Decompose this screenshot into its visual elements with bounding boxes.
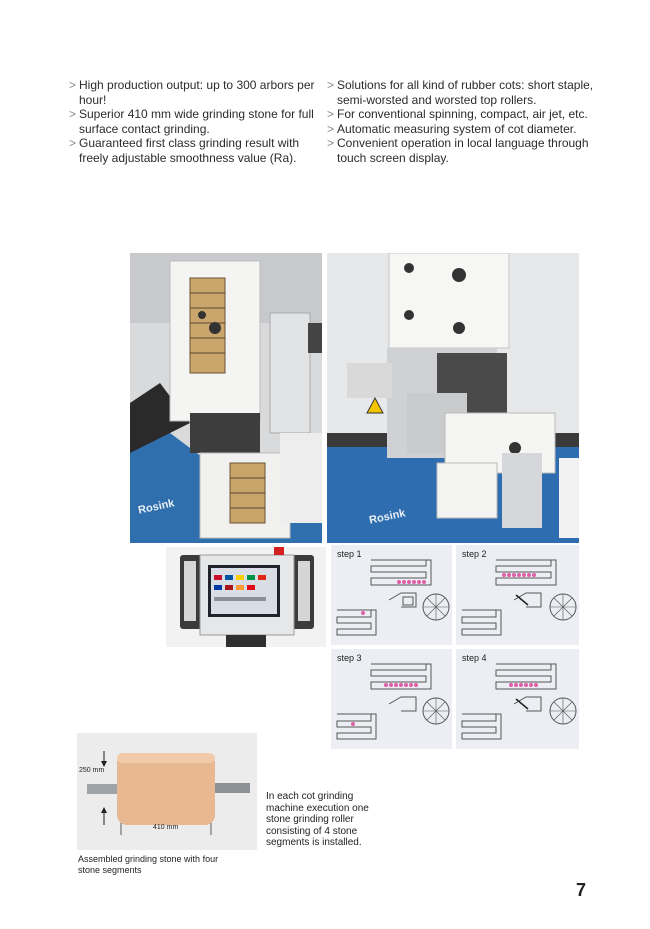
feature-item: >Convenient operation in local language … bbox=[327, 136, 589, 165]
height-label: 250 mm bbox=[79, 767, 105, 774]
arrow-icon: > bbox=[69, 78, 77, 92]
page-number: 7 bbox=[575, 880, 586, 900]
touchscreen-photo bbox=[166, 547, 326, 647]
feature-list-right: >Solutions for all kind of rubber cots: … bbox=[327, 78, 597, 165]
step-label: step 4 bbox=[462, 653, 487, 663]
stone-caption: Assembled grinding stone with four stone… bbox=[78, 854, 219, 875]
feature-item: >Automatic measuring system of cot diame… bbox=[327, 121, 577, 136]
step-label: step 2 bbox=[462, 549, 487, 559]
arrow-icon: > bbox=[327, 136, 335, 150]
machine-photo-right: Rosink bbox=[327, 253, 579, 543]
feature-item: >Guaranteed first class grinding result … bbox=[69, 136, 300, 165]
step-label: step 1 bbox=[337, 549, 362, 559]
step-panel: step 4 bbox=[456, 649, 579, 749]
stone-info-text: In each cot grinding machine execution o… bbox=[266, 791, 369, 848]
machine-photo-left: Rosink bbox=[130, 253, 322, 543]
grinding-stone-image: 250 mm 410 mm bbox=[77, 733, 257, 850]
arrow-icon: > bbox=[327, 107, 335, 121]
feature-list-left: >High production output: up to 300 arbor… bbox=[69, 78, 319, 165]
step-panel: step 1 bbox=[331, 545, 452, 645]
feature-item: >Superior 410 mm wide grinding stone for… bbox=[69, 107, 314, 136]
arrow-icon: > bbox=[327, 121, 335, 136]
arrow-icon: > bbox=[69, 136, 77, 150]
feature-item: >For conventional spinning, compact, air… bbox=[327, 107, 588, 121]
arrow-icon: > bbox=[327, 78, 335, 92]
step-label: step 3 bbox=[337, 653, 362, 663]
arrow-icon: > bbox=[69, 107, 77, 121]
step-panel: step 2 bbox=[456, 545, 579, 645]
width-label: 410 mm bbox=[153, 824, 179, 831]
step-panel: step 3 bbox=[331, 649, 452, 749]
feature-item: >Solutions for all kind of rubber cots: … bbox=[327, 78, 594, 107]
feature-item: >High production output: up to 300 arbor… bbox=[69, 78, 315, 107]
